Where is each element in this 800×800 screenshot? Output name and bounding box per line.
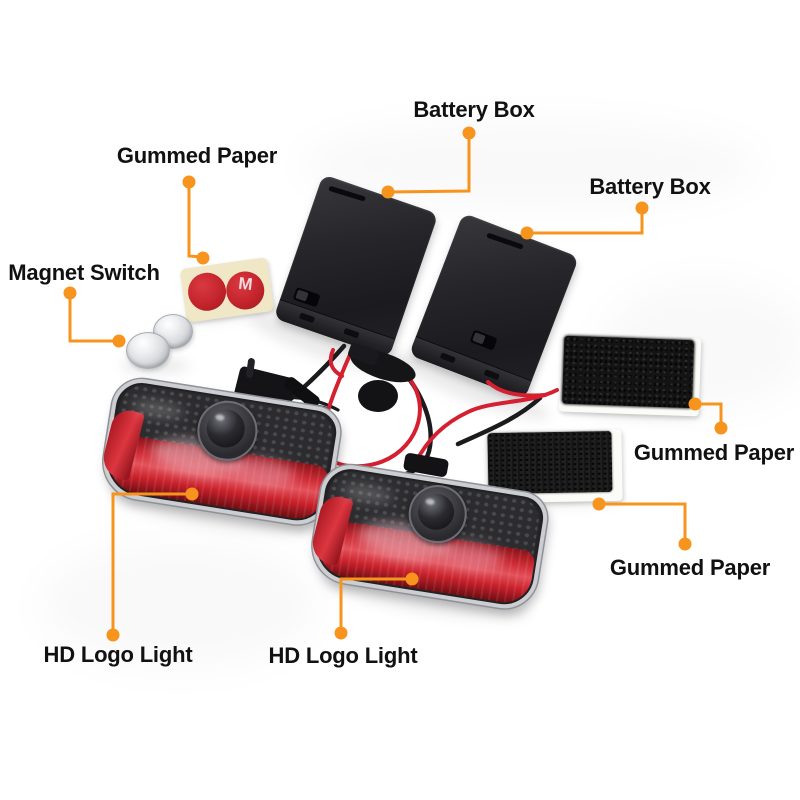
velcro-pad-photo-1 [558,333,702,417]
latch-notch [439,352,456,364]
sticker-logo-letter: M [237,273,254,295]
latch-notch [343,327,360,339]
callout-dot [714,421,728,435]
projector-lens-core [204,406,248,451]
red-adhesive-dot [185,270,229,314]
callout-dot [334,626,348,640]
battery-door-slot [486,232,524,250]
leader-gummed-paper-velcro-bottom [599,502,687,544]
latch-notch [483,369,500,381]
callout-dot [112,334,126,348]
leader-magnet-switch [68,293,119,343]
wire-connector [358,380,398,412]
callout-label-gummed-paper-velcro-top: Gummed Paper [633,440,795,465]
leader-gummed-paper-sticker [187,182,203,259]
callout-label-hd-logo-light-left: HD Logo Light [43,642,193,667]
callout-dot [63,286,77,300]
callout-label-hd-logo-light-right: HD Logo Light [268,643,418,668]
velcro-hook-surface [487,430,613,495]
callout-dot [678,537,692,551]
callout-label-battery-box-2: Battery Box [589,174,711,199]
leader-battery-box-2 [527,208,644,235]
projector-lens-core [415,491,457,533]
power-switch-cutout [469,329,498,351]
lens-glint [425,498,435,506]
callout-label-battery-box-1: Battery Box [413,97,535,122]
callout-label-magnet-switch: Magnet Switch [8,260,160,285]
magnet-switch-disc-front [126,332,170,369]
battery-door-slot [328,185,366,202]
callout-label-gummed-paper-sticker: Gummed Paper [116,143,278,168]
latch-notch [299,312,316,324]
callout-label-gummed-paper-velcro-bottom: Gummed Paper [609,555,771,580]
lens-glint [214,413,225,422]
callout-dot [182,175,196,189]
callout-dot [196,251,210,265]
velcro-loop-surface [561,335,695,409]
